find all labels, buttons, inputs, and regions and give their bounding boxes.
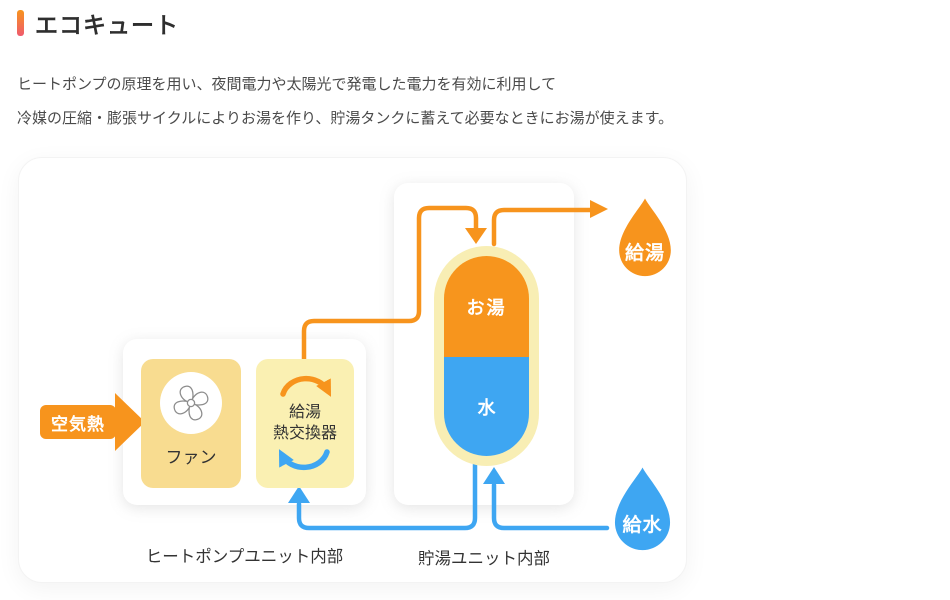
cold-pipe-to-exchanger (288, 461, 478, 531)
tank-hot-water: お湯 (444, 256, 529, 357)
description-line-2: 冷媒の圧縮・膨張サイクルによりお湯を作り、貯湯タンクに蓄えて必要なときにお湯が使… (17, 110, 674, 127)
hot-water-drop-icon: 給湯 (611, 194, 679, 282)
description: ヒートポンプの原理を用い、夜間電力や太陽光で発電した電力を有効に利用して 冷媒の… (17, 68, 673, 136)
description-line-1: ヒートポンプの原理を用い、夜間電力や太陽光で発電した電力を有効に利用して (17, 76, 557, 93)
ecocute-diagram-card: 空気熱 ファン 給湯 熱交換器 (18, 157, 687, 583)
hot-supply-label: 給湯 (624, 243, 665, 264)
down-arrow-icon (465, 228, 487, 244)
heat-exchanger-box: 給湯 熱交換器 (256, 359, 354, 488)
up-arrow-icon (288, 486, 310, 503)
air-heat-label: 空気熱 (40, 405, 116, 439)
fan-box: ファン (141, 359, 241, 488)
pipes-layer (288, 200, 610, 531)
storage-unit-caption: 貯湯ユニット内部 (418, 550, 550, 568)
storage-tank: お湯 水 (434, 246, 539, 466)
cool-cycle-arrow-icon (278, 449, 330, 471)
tank-inner: お湯 水 (444, 256, 529, 456)
tank-cold-water: 水 (444, 357, 529, 456)
title-accent-bar (17, 10, 24, 36)
up-arrow-icon (483, 467, 505, 484)
cold-water-drop-icon: 給水 (606, 466, 679, 553)
right-arrow-icon (590, 200, 608, 218)
hot-pipe-to-tank (301, 205, 487, 362)
heat-exchanger-label: 給湯 熱交換器 (272, 404, 337, 442)
fan-circle (160, 372, 222, 434)
page-title: エコキュート (35, 12, 179, 38)
fan-icon (173, 385, 209, 421)
heat-cycle-arrow-icon (280, 375, 332, 397)
cold-pipe-from-supply (483, 467, 610, 531)
air-heat-arrowhead-icon (115, 393, 145, 451)
fan-label: ファン (165, 448, 217, 467)
water-supply-label: 給水 (622, 514, 663, 536)
hot-pipe-to-supply (491, 200, 608, 247)
heat-pump-unit-caption: ヒートポンプユニット内部 (145, 548, 344, 566)
